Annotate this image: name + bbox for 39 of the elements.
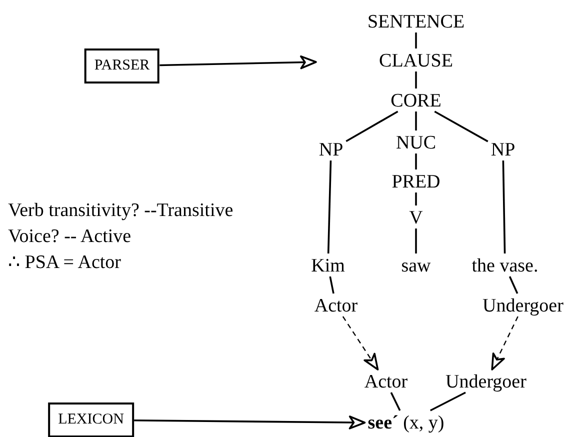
tree-label: see´ (x, y) xyxy=(368,414,444,432)
component-box: PARSER xyxy=(84,48,160,84)
tree-line xyxy=(415,154,417,170)
dashed-arrow xyxy=(342,316,379,370)
dashed-arrow xyxy=(491,316,518,370)
tree-label: SENTENCE xyxy=(367,12,465,32)
tree-label: NUC xyxy=(396,134,436,152)
tree-label: saw xyxy=(401,256,431,276)
tree-line xyxy=(329,276,334,294)
tree-label: NP xyxy=(318,140,344,160)
component-box: LEXICON xyxy=(48,402,134,437)
arrow xyxy=(134,416,366,430)
note-text: Voice? -- Active xyxy=(8,226,132,248)
tree-label: Kim xyxy=(311,256,345,276)
tree-line xyxy=(327,160,332,254)
tree-label: Undergoer xyxy=(446,372,526,392)
tree-line xyxy=(508,276,518,294)
tree-line xyxy=(434,110,488,142)
tree-line xyxy=(415,72,417,88)
arrow xyxy=(160,55,317,70)
tree-label: PRED xyxy=(392,172,440,192)
note-text: Verb transitivity? --Transitive xyxy=(8,200,234,222)
tree-label: CLAUSE xyxy=(379,52,453,70)
tree-label: V xyxy=(409,208,423,228)
tree-line xyxy=(415,112,417,130)
tree-label: Actor xyxy=(314,296,358,316)
tree-line xyxy=(502,160,506,254)
tree-label: CORE xyxy=(390,92,442,110)
tree-label: Actor xyxy=(364,372,408,392)
tree-label: Undergoer xyxy=(482,296,564,316)
tree-line xyxy=(415,192,417,206)
tree-line xyxy=(415,228,417,254)
tree-line xyxy=(346,110,398,142)
tree-label: the vase. xyxy=(472,256,538,276)
tree-line xyxy=(430,392,466,412)
tree-line xyxy=(415,32,417,48)
tree-line xyxy=(390,392,401,411)
note-text: ∴ PSA = Actor xyxy=(8,252,122,274)
tree-label: NP xyxy=(490,140,516,160)
